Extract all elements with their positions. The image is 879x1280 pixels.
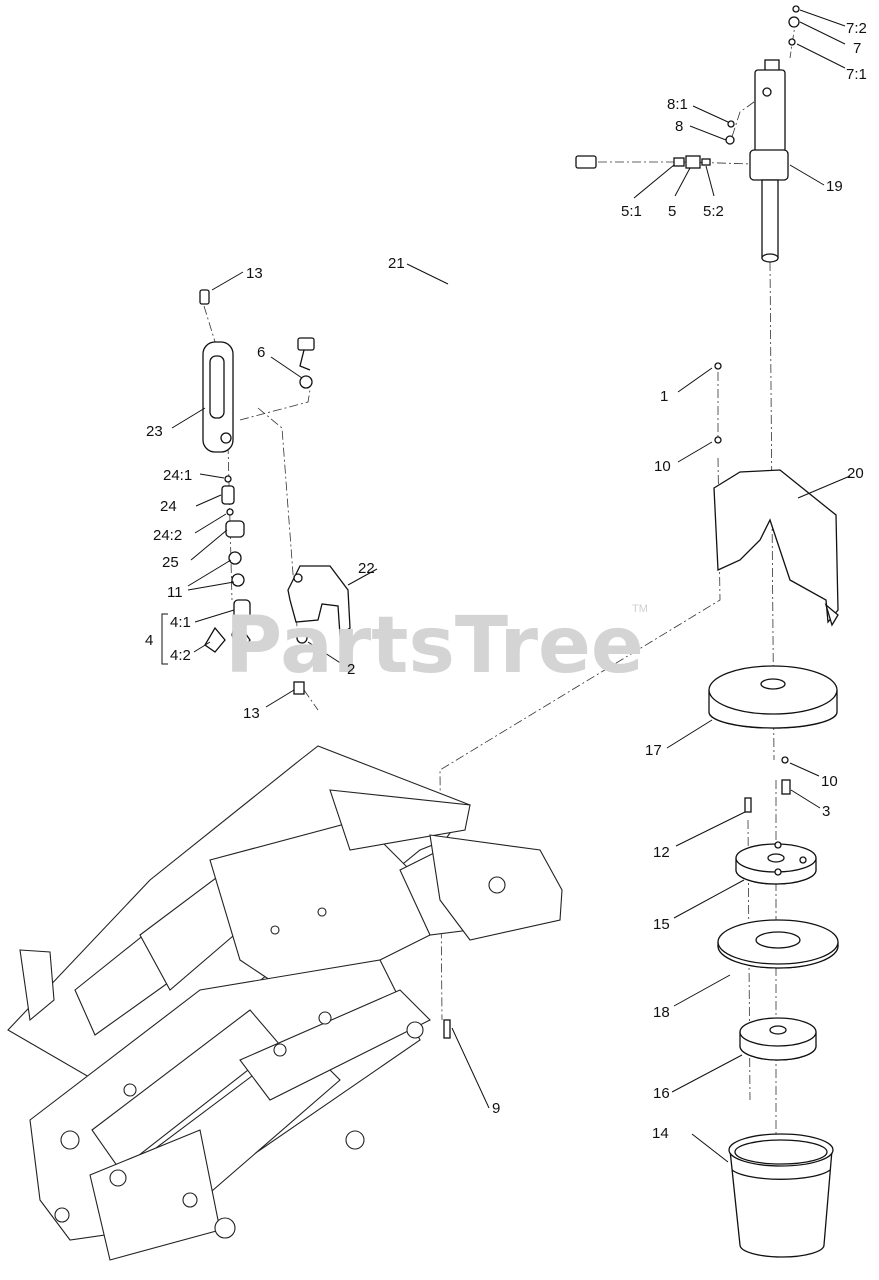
callout-20: 20 [847, 465, 864, 482]
callout-8-1: 8:1 [667, 96, 688, 113]
callout-4-1: 4:1 [170, 614, 191, 631]
watermark-trademark: TM [632, 603, 648, 615]
watermark-text: PartsTree [225, 601, 644, 691]
callout-17: 17 [645, 742, 662, 759]
callout-5: 5 [668, 203, 676, 220]
callout-24-1: 24:1 [163, 467, 192, 484]
callout-10-top: 10 [654, 458, 671, 475]
callout-labels: 7:2 7 7:1 8:1 8 19 5:1 5 5:2 21 13 6 23 … [145, 20, 867, 1142]
steering-column [749, 59, 789, 263]
callout-25: 25 [162, 554, 179, 571]
callout-19: 19 [826, 178, 843, 195]
callout-4: 4 [145, 632, 153, 649]
fasteners [744, 756, 791, 813]
callout-7-1: 7:1 [846, 66, 867, 83]
callout-24: 24 [160, 498, 177, 515]
cover-20 [713, 362, 839, 627]
callout-11: 11 [167, 584, 183, 601]
callout-13-bottom: 13 [243, 705, 260, 722]
callout-16: 16 [653, 1085, 670, 1102]
small-hardware [673, 5, 800, 169]
callout-2: 2 [347, 661, 355, 678]
callout-7: 7 [853, 40, 861, 57]
watermark: PartsTree TM [225, 601, 648, 691]
leader-lines [161, 9, 851, 1163]
callout-7-2: 7:2 [846, 20, 867, 37]
callout-6: 6 [257, 344, 265, 361]
callout-5-2: 5:2 [703, 203, 724, 220]
bracket-22 [287, 565, 351, 695]
hub-15 [735, 841, 817, 885]
callout-15: 15 [653, 916, 670, 933]
callout-18: 18 [653, 1004, 670, 1021]
callout-14: 14 [652, 1125, 669, 1142]
callout-9: 9 [492, 1100, 500, 1117]
chassis-frame [7, 745, 563, 1261]
cup-14 [728, 1133, 834, 1258]
callout-3: 3 [822, 803, 830, 820]
callout-24-2: 24:2 [153, 527, 182, 544]
callout-22: 22 [358, 560, 375, 577]
hub-16 [739, 1017, 817, 1061]
callout-8: 8 [675, 118, 683, 135]
hydraulic-hose [297, 155, 597, 389]
callout-10-bottom: 10 [821, 773, 838, 790]
pin-9 [443, 1019, 451, 1039]
steering-lever [199, 289, 251, 657]
callout-4-2: 4:2 [170, 647, 191, 664]
callout-12: 12 [653, 844, 670, 861]
callout-5-1: 5:1 [621, 203, 642, 220]
disc-17 [708, 665, 838, 729]
callout-21: 21 [388, 255, 405, 272]
callout-1: 1 [660, 388, 668, 405]
callout-23: 23 [146, 423, 163, 440]
callout-13-top: 13 [246, 265, 263, 282]
plate-18 [717, 919, 839, 969]
